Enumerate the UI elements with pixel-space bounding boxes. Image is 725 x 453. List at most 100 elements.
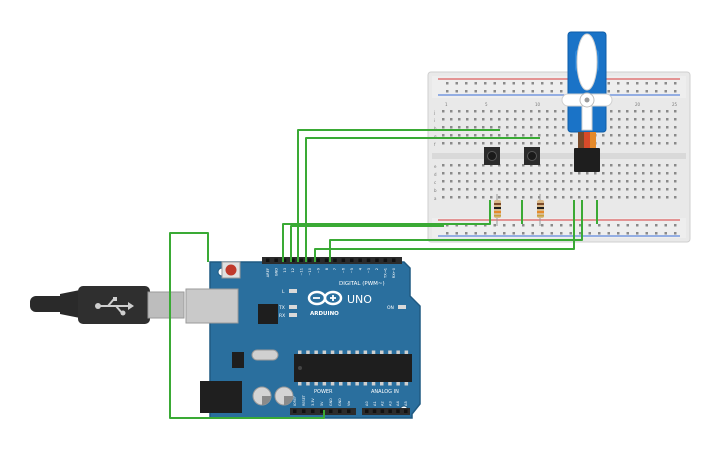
- breadboard-hole: [650, 196, 653, 199]
- header-socket[interactable]: [320, 409, 324, 414]
- rail-hole: [607, 224, 610, 227]
- breadboard-hole: [634, 110, 637, 113]
- breadboard-hole: [618, 134, 621, 137]
- chip-pin: [330, 350, 335, 354]
- header-socket[interactable]: [311, 409, 315, 414]
- breadboard-hole: [482, 180, 485, 183]
- breadboard-hole: [474, 142, 477, 145]
- header-socket[interactable]: [308, 258, 312, 263]
- breadboard-hole: [602, 188, 605, 191]
- breadboard-hole: [642, 118, 645, 121]
- header-socket[interactable]: [358, 258, 362, 263]
- servo-motor[interactable]: [561, 31, 613, 172]
- header-socket[interactable]: [333, 258, 337, 263]
- header-socket[interactable]: [372, 409, 377, 414]
- breadboard-hole: [666, 196, 669, 199]
- header-socket[interactable]: [329, 409, 333, 414]
- wires[interactable]: [169, 129, 598, 419]
- usb-icon: [95, 297, 134, 316]
- header-socket[interactable]: [282, 258, 287, 263]
- rail-hole: [493, 82, 496, 85]
- breadboard-hole: [674, 134, 677, 137]
- breadboard-hole: [554, 196, 557, 199]
- header-socket[interactable]: [396, 409, 400, 414]
- header-socket[interactable]: [291, 258, 295, 263]
- header-socket[interactable]: [324, 258, 329, 263]
- digital-header[interactable]: [262, 257, 402, 264]
- header-socket[interactable]: [274, 258, 278, 263]
- resistor[interactable]: [537, 194, 544, 226]
- breadboard-hole: [474, 110, 477, 113]
- digital-pin-label: 7: [333, 268, 337, 270]
- breadboard-hole: [458, 142, 461, 145]
- breadboard-hole: [498, 126, 501, 129]
- breadboard-hole: [442, 188, 445, 191]
- breadboard-hole: [610, 196, 613, 199]
- header-socket[interactable]: [404, 409, 408, 414]
- rail-hole: [455, 90, 458, 93]
- breadboard-hole: [442, 180, 445, 183]
- breadboard-hole: [618, 142, 621, 145]
- breadboard-hole: [666, 110, 669, 113]
- chip-pin: [371, 350, 376, 354]
- header-socket[interactable]: [347, 409, 351, 414]
- breadboard-hole: [474, 196, 477, 199]
- usb-chip: [258, 304, 278, 324]
- push-button[interactable]: [484, 147, 500, 165]
- digital-pin-label: ~6: [342, 267, 346, 273]
- breadboard-hole: [466, 180, 469, 183]
- header-socket[interactable]: [366, 258, 371, 263]
- analog-pin-label: A2: [381, 401, 385, 406]
- breadboard-hole: [530, 134, 533, 137]
- push-button[interactable]: [524, 147, 540, 165]
- breadboard-hole: [442, 172, 445, 175]
- header-socket[interactable]: [299, 258, 304, 263]
- breadboard-hole: [490, 172, 493, 175]
- lower-header-sockets: [293, 409, 408, 414]
- rail-hole: [560, 232, 563, 235]
- header-socket[interactable]: [266, 258, 270, 263]
- header-socket[interactable]: [380, 409, 385, 414]
- breadboard-hole: [610, 172, 613, 175]
- column-number: 5: [485, 102, 488, 107]
- header-socket[interactable]: [338, 409, 342, 414]
- breadboard-hole: [546, 134, 549, 137]
- header-socket[interactable]: [350, 258, 354, 263]
- chip-pin: [347, 382, 351, 386]
- breadboard-hole: [674, 188, 677, 191]
- row-letter: d: [434, 172, 437, 177]
- header-socket[interactable]: [341, 258, 346, 263]
- header-socket[interactable]: [316, 258, 320, 263]
- header-socket[interactable]: [302, 409, 306, 414]
- rail-hole: [474, 90, 477, 93]
- breadboard-hole: [618, 188, 621, 191]
- breadboard-hole: [538, 118, 541, 121]
- led-label: RX: [279, 313, 285, 319]
- header-socket[interactable]: [383, 258, 388, 263]
- resistor[interactable]: [494, 194, 501, 226]
- header-socket[interactable]: [388, 409, 392, 414]
- analog-header[interactable]: [362, 408, 410, 415]
- breadboard[interactable]: 1 5 10 15 20 25 j i h g f e d c b a: [427, 71, 691, 243]
- breadboard-hole: [666, 126, 669, 129]
- breadboard-hole: [442, 142, 445, 145]
- reset-button[interactable]: [225, 264, 237, 276]
- breadboard-hole: [570, 164, 573, 167]
- header-socket[interactable]: [365, 409, 369, 414]
- analog-pin-label: A5: [404, 401, 408, 406]
- header-socket[interactable]: [293, 409, 297, 414]
- breadboard-hole: [458, 196, 461, 199]
- breadboard-hole: [618, 196, 621, 199]
- rail-hole: [550, 232, 553, 235]
- chip-pin: [380, 350, 384, 354]
- breadboard-hole: [474, 164, 477, 167]
- breadboard-hole: [514, 110, 517, 113]
- usb-cable[interactable]: [30, 286, 185, 324]
- rail-hole: [512, 232, 515, 235]
- header-socket[interactable]: [392, 258, 396, 263]
- breadboard-hole: [490, 164, 493, 167]
- breadboard-hole: [466, 118, 469, 121]
- header-socket[interactable]: [375, 258, 379, 263]
- power-pin-label: 3.3V: [311, 398, 315, 406]
